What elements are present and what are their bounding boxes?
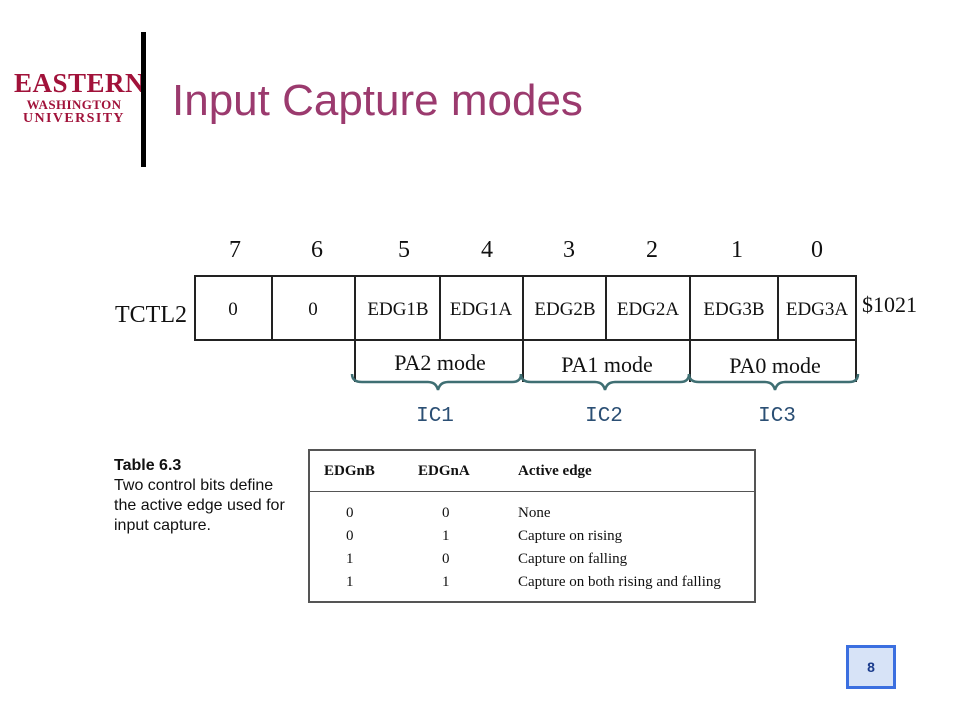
bit-number-6: 6 [311, 237, 323, 263]
table-cell: 0 [346, 528, 354, 544]
register-address: $1021 [862, 292, 917, 317]
table-cell: 0 [346, 505, 354, 521]
header-edgna: EDGnA [418, 463, 470, 479]
bit-cell-6: 0 [308, 299, 318, 320]
channel-label-ic3: IC3 [758, 405, 796, 428]
bit-number-7: 7 [229, 237, 241, 263]
bit-cell-3: EDG2B [534, 299, 595, 320]
bit-cell-4: EDG1A [450, 299, 513, 320]
table-header-row [310, 451, 754, 492]
bit-cell-7: 0 [228, 299, 238, 320]
table-cell: 0 [442, 551, 450, 567]
title-divider [141, 32, 146, 167]
header-active-edge: Active edge [518, 463, 592, 479]
bit-cell-0: EDG3A [786, 299, 849, 320]
page-number: 8 [867, 659, 875, 675]
bit-number-4: 4 [481, 237, 493, 263]
register-diagram: 7 6 5 4 3 2 1 0 TCTL2 0 0 EDG1B EDG1A ED… [115, 237, 917, 428]
table-caption-number: Table 6.3 [114, 457, 182, 474]
channel-label-ic2: IC2 [585, 405, 623, 428]
logo-line-3: UNIVERSITY [23, 111, 125, 126]
table-cell: 0 [442, 505, 450, 521]
bit-number-2: 2 [646, 237, 658, 263]
logo-line-1: EASTERN [14, 68, 146, 98]
table-cell: 1 [442, 574, 450, 590]
bit-number-3: 3 [563, 237, 575, 263]
active-edge-table: EDGnB EDGnA Active edge 0 0 None 0 1 Cap… [308, 449, 756, 603]
bit-cell-1: EDG3B [703, 299, 764, 320]
bit-number-5: 5 [398, 237, 410, 263]
table-cell: 1 [346, 574, 354, 590]
table-caption: Table 6.3 Two control bits define the ac… [114, 456, 294, 536]
bit-number-1: 1 [731, 237, 743, 263]
register-name: TCTL2 [115, 302, 187, 328]
table-cell: Capture on falling [518, 551, 628, 567]
ic1-brace [350, 373, 523, 391]
header-edgnb: EDGnB [324, 463, 375, 479]
mode-label-pa2: PA2 mode [394, 350, 485, 375]
bit-cell-5: EDG1B [367, 299, 428, 320]
table-caption-text: Two control bits define the active edge … [114, 477, 285, 534]
table-cell: Capture on both rising and falling [518, 574, 721, 590]
table-cell: None [518, 505, 551, 521]
channel-label-ic1: IC1 [416, 405, 454, 428]
bit-number-0: 0 [811, 237, 823, 263]
university-logo: EASTERN WASHINGTON UNIVERSITY [14, 68, 146, 126]
logo-line-2: WASHINGTON [26, 97, 122, 112]
page-number-badge: 8 [846, 645, 896, 689]
table-cell: 1 [346, 551, 354, 567]
ic2-brace [519, 373, 691, 391]
bit-cell-2: EDG2A [617, 299, 680, 320]
ic3-brace [687, 373, 860, 391]
table-cell: 1 [442, 528, 450, 544]
mode-label-pa1: PA1 mode [561, 352, 652, 377]
mode-label-pa0: PA0 mode [729, 353, 820, 378]
register-box [194, 275, 857, 341]
table-cell: Capture on rising [518, 528, 623, 544]
slide-title: Input Capture modes [172, 76, 583, 125]
